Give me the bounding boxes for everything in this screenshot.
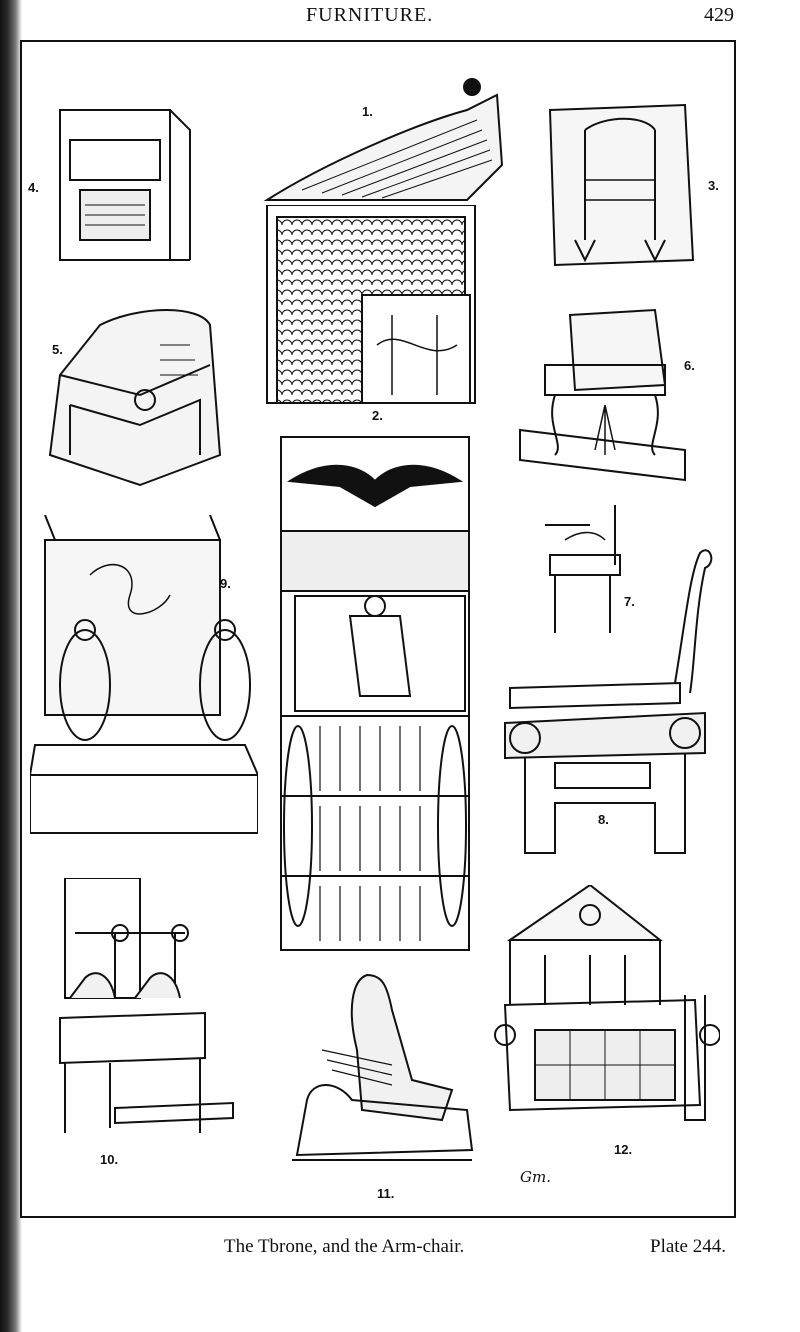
- running-title: FURNITURE.: [306, 4, 434, 26]
- figure-3-label: 3.: [708, 178, 719, 193]
- figure-2-label: 2.: [372, 408, 383, 423]
- figure-8-swan-chair-icon: [495, 543, 713, 863]
- figure-2-throne-panel-icon: [262, 205, 480, 405]
- figure-11-label: 11.: [377, 1186, 395, 1201]
- figure-4-label: 4.: [28, 180, 39, 195]
- figure-10-label: 10.: [100, 1152, 119, 1167]
- figure-6-carved-armchair-icon: [515, 305, 693, 485]
- figure-7-small-chair-icon: [540, 505, 625, 635]
- plate-caption: The Tbrone, and the Arm-chair. Plate 244…: [0, 1236, 800, 1260]
- figure-5-label: 5.: [52, 342, 63, 357]
- figure-5-marble-armchair-icon: [40, 305, 235, 490]
- figure-11-seated-figure-icon: [292, 970, 474, 1170]
- plate-frame: [20, 40, 736, 1218]
- caption-title: The Tbrone, and the Arm-chair.: [224, 1236, 465, 1257]
- figure-12-gabled-throne-icon: [490, 885, 720, 1135]
- figure-3-relief-chair-icon: [545, 100, 695, 270]
- figure-8-label: 8.: [598, 812, 609, 827]
- figure-9-label: 9.: [220, 576, 231, 591]
- running-head: FURNITURE. 429: [0, 2, 800, 28]
- page-number: 429: [704, 4, 734, 26]
- figure-10-sphinx-throne-icon: [55, 878, 235, 1138]
- figure-6-label: 6.: [684, 358, 695, 373]
- figure-12-label: 12.: [614, 1142, 633, 1157]
- artist-signature: Gm.: [520, 1168, 551, 1186]
- plate-number: Plate 244.: [650, 1236, 726, 1257]
- page-binding-edge: [0, 0, 22, 1332]
- figure-1-label: 1.: [362, 104, 373, 119]
- figure-7-label: 7.: [624, 594, 635, 609]
- figure-9-sphinx-armchair-icon: [30, 515, 258, 835]
- figure-1-vulture-wing-icon: [262, 75, 508, 205]
- figure-4-stone-seat-icon: [50, 100, 200, 280]
- figure-11-relief-column-icon: [280, 436, 470, 951]
